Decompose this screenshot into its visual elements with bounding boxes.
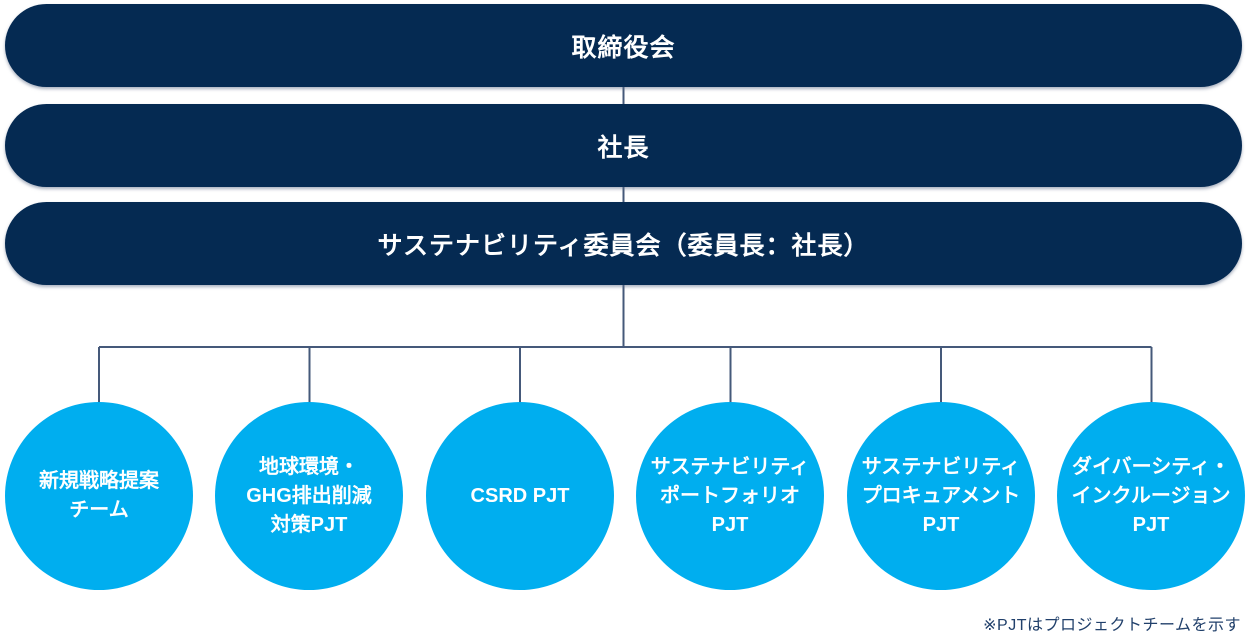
team-label: 地球環境・ GHG排出削減 対策PJT	[246, 455, 372, 536]
node-board-label: 取締役会	[571, 33, 676, 62]
node-team-sustainability-portfolio: サステナビリティ ポートフォリオ PJT	[636, 402, 824, 590]
team-label: 新規戦略提案 チーム	[39, 470, 159, 521]
team-label: サステナビリティ ポートフォリオ PJT	[650, 455, 810, 536]
team-label: ダイバーシティ・ インクルージョン PJT	[1071, 455, 1231, 536]
node-president-label: 社長	[597, 133, 650, 162]
node-team-diversity-inclusion: ダイバーシティ・ インクルージョン PJT	[1057, 402, 1245, 590]
node-president: 社長	[5, 104, 1242, 187]
node-team-ghg-reduction: 地球環境・ GHG排出削減 対策PJT	[215, 402, 403, 590]
node-board-of-directors: 取締役会	[5, 4, 1242, 87]
pjt-footnote: ※PJTはプロジェクトチームを示す	[983, 617, 1241, 634]
node-sustainability-committee: サステナビリティ委員会（委員長：社長）	[5, 202, 1242, 285]
node-team-csrd: CSRD PJT	[426, 402, 614, 590]
team-label: サステナビリティ プロキュアメント PJT	[861, 455, 1021, 536]
team-label: CSRD PJT	[470, 484, 570, 507]
node-team-sustainability-procurement: サステナビリティ プロキュアメント PJT	[847, 402, 1035, 590]
node-committee-label: サステナビリティ委員会（委員長：社長）	[377, 231, 870, 260]
node-team-new-strategy: 新規戦略提案 チーム	[5, 402, 193, 590]
